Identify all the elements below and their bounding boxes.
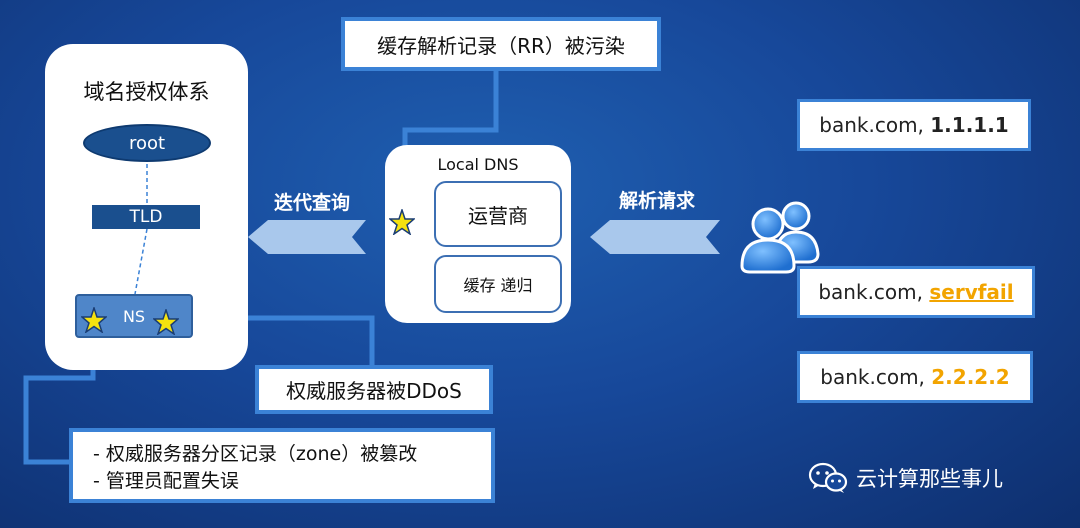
- result-box-1: bank.com, 1.1.1.1: [797, 99, 1031, 151]
- result-box-2: bank.com, servfail: [797, 266, 1035, 318]
- authority-panel: 域名授权体系 root TLD NS: [45, 44, 248, 370]
- star-icon: [389, 209, 415, 235]
- result-value: servfail: [929, 280, 1014, 304]
- watermark-text: 云计算那些事儿: [856, 467, 1003, 491]
- cache-label: 缓存 递归: [463, 276, 533, 295]
- result-domain: bank.com,: [819, 113, 931, 137]
- result-domain: bank.com,: [818, 280, 930, 304]
- result-value: 1.1.1.1: [930, 113, 1009, 137]
- result-box-3: bank.com, 2.2.2.2: [797, 351, 1033, 403]
- wechat-icon: [808, 462, 848, 493]
- zone-callout: - 权威服务器分区记录（zone）被篡改 - 管理员配置失误: [69, 428, 495, 503]
- cache-poisoned-callout: 缓存解析记录（RR）被污染: [341, 17, 661, 71]
- watermark: 云计算那些事儿: [808, 462, 1003, 494]
- resolve-request-arrow: [590, 220, 720, 254]
- ns-label: NS: [122, 306, 146, 326]
- local-dns-panel: Local DNS 运营商 缓存 递归: [385, 145, 571, 323]
- iterative-query-label: 迭代查询: [274, 192, 351, 214]
- isp-label: 运营商: [468, 203, 528, 228]
- star-icon: [81, 307, 107, 333]
- users-icon: [740, 201, 820, 274]
- zone-tampered-text: - 权威服务器分区记录（zone）被篡改: [93, 442, 418, 465]
- authority-title: 域名授权体系: [83, 80, 210, 104]
- tld-node: TLD: [92, 205, 200, 229]
- cache-recursion-box: 缓存 递归: [434, 255, 562, 313]
- root-node: root: [83, 124, 211, 162]
- ddos-callout: 权威服务器被DDoS: [255, 365, 493, 414]
- iterative-query-arrow: [248, 220, 366, 254]
- cache-poisoned-text: 缓存解析记录（RR）被污染: [377, 33, 625, 58]
- star-icon: [153, 309, 179, 335]
- local-dns-title: Local DNS: [437, 155, 519, 174]
- resolve-request-label: 解析请求: [619, 190, 696, 212]
- result-domain: bank.com,: [820, 365, 932, 389]
- isp-box: 运营商: [434, 181, 562, 247]
- result-value: 2.2.2.2: [931, 365, 1010, 389]
- admin-error-text: - 管理员配置失误: [93, 469, 239, 492]
- ddos-text: 权威服务器被DDoS: [286, 379, 462, 403]
